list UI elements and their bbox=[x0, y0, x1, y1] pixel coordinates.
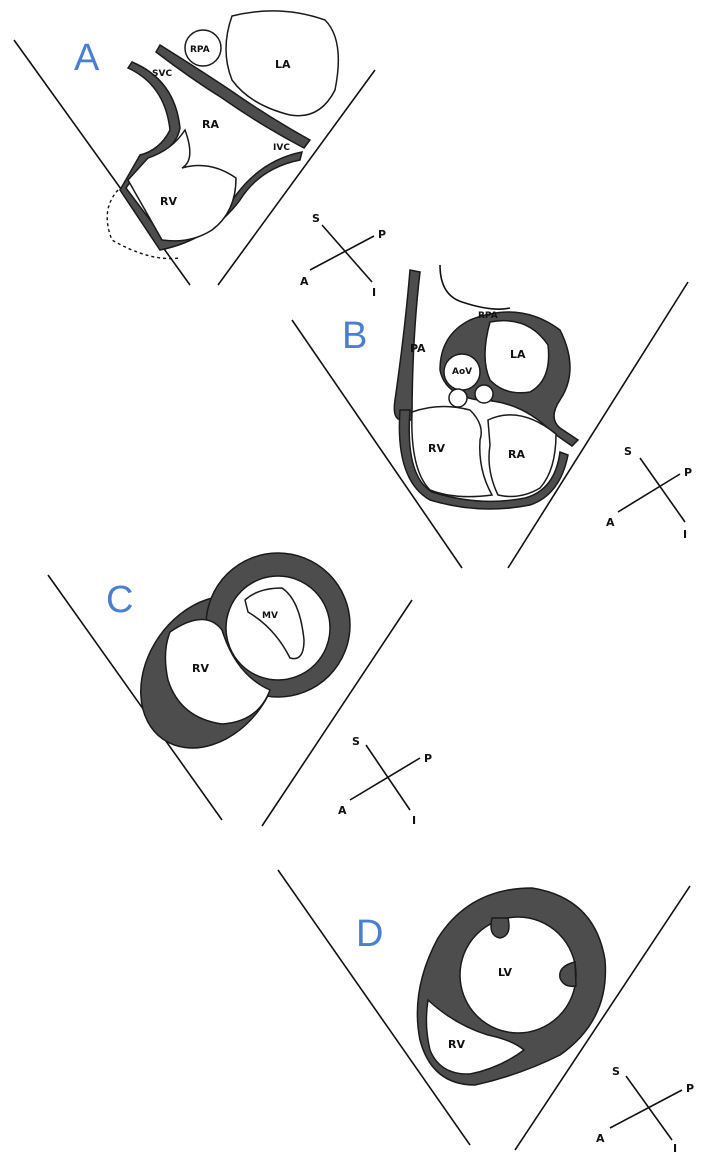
panel-b: B RPA PA AoV LA RV RA bbox=[291, 264, 689, 569]
panel-d: D LV RV bbox=[277, 869, 691, 1151]
orientation-b-s: S bbox=[624, 445, 632, 458]
panel-a-rv-cavity bbox=[127, 128, 237, 242]
panel-d-letter: D bbox=[356, 913, 383, 955]
orientation-a-p: P bbox=[378, 228, 386, 241]
orientation-a-i: I bbox=[372, 286, 376, 299]
panel-c-letter: C bbox=[106, 579, 133, 621]
panel-a-la-chamber bbox=[225, 10, 340, 117]
orientation-b-i: I bbox=[683, 528, 687, 541]
orientation-marker-b: S P A I bbox=[606, 445, 692, 541]
panel-b-rv-label: RV bbox=[428, 442, 445, 455]
orientation-b-p: P bbox=[684, 466, 692, 479]
panel-c-mv-label: MV bbox=[262, 611, 278, 621]
panel-b-aov-leaflet bbox=[448, 388, 468, 408]
panel-d-papillary-muscle-2 bbox=[559, 961, 577, 988]
panel-a-rv-wall bbox=[119, 61, 304, 251]
panel-c-sector-right bbox=[261, 599, 413, 827]
panel-a-rpa-label: RPA bbox=[190, 45, 210, 55]
panel-a-ivc-label: IVC bbox=[273, 143, 290, 153]
panel-a-svc-label: SVC bbox=[152, 69, 172, 79]
panel-a-letter: A bbox=[74, 37, 100, 79]
orientation-a-a: A bbox=[300, 275, 309, 288]
orientation-b-a: A bbox=[606, 516, 615, 529]
orientation-c-s: S bbox=[352, 735, 360, 748]
panel-d-papillary-muscle-1 bbox=[490, 917, 510, 939]
panel-d-lv-cavity bbox=[459, 916, 577, 1034]
panel-b-aov-leaflet-2 bbox=[474, 384, 494, 404]
panel-c: C MV RV bbox=[47, 552, 413, 827]
orientation-d-s: S bbox=[612, 1065, 620, 1078]
panel-b-la-cavity bbox=[484, 319, 550, 394]
panel-d-lv-label: LV bbox=[498, 966, 512, 979]
panel-d-sector-left bbox=[277, 869, 471, 1146]
panel-d-rv-cavity bbox=[425, 998, 526, 1075]
panel-a-la-label: LA bbox=[275, 58, 291, 71]
orientation-c-i: I bbox=[412, 814, 416, 827]
orientation-marker-d: S P A I bbox=[596, 1065, 694, 1154]
orientation-c-p: P bbox=[424, 752, 432, 765]
panel-a-rpa-vessel bbox=[184, 29, 222, 67]
panel-b-sector-right bbox=[507, 281, 689, 569]
panel-b-rv-cavity bbox=[411, 405, 494, 498]
panel-b-sector-left bbox=[291, 319, 463, 569]
orientation-d-i: I bbox=[673, 1142, 677, 1154]
panel-b-rv-outer-wall bbox=[398, 409, 569, 510]
panel-b-pa-label: PA bbox=[410, 342, 426, 355]
orientation-marker-c: S P A I bbox=[338, 735, 432, 827]
panel-c-rv-cavity bbox=[164, 618, 271, 725]
panel-a: A RPA LA SVC RA IVC RV bbox=[13, 10, 376, 286]
panel-b-pa-wall bbox=[393, 269, 421, 421]
panel-b-pa-top bbox=[439, 264, 511, 310]
panel-c-rv-label: RV bbox=[192, 662, 209, 675]
orientation-d-p: P bbox=[686, 1082, 694, 1095]
panel-a-sector-right bbox=[217, 69, 376, 286]
orientation-c-a: A bbox=[338, 804, 347, 817]
panel-c-sector-left bbox=[47, 574, 223, 821]
orientation-marker-a: S P A I bbox=[300, 212, 386, 299]
panel-b-ra-label: RA bbox=[508, 448, 525, 461]
panel-c-mv-outline bbox=[244, 587, 305, 660]
panel-b-ra-cavity bbox=[487, 414, 557, 498]
panel-b-aov-label: AoV bbox=[452, 367, 472, 377]
orientation-a-s: S bbox=[312, 212, 320, 225]
panel-a-rv-label: RV bbox=[160, 195, 177, 208]
orientation-d-a: A bbox=[596, 1132, 605, 1145]
panel-b-letter: B bbox=[342, 315, 367, 357]
panel-b-rpa-label: RPA bbox=[478, 311, 498, 321]
panel-a-ra-label: RA bbox=[202, 118, 219, 131]
panel-d-sector-right bbox=[514, 885, 691, 1151]
panel-d-rv-label: RV bbox=[448, 1038, 465, 1051]
panel-a-svc-wall bbox=[155, 43, 312, 149]
panel-b-la-label: LA bbox=[510, 348, 526, 361]
